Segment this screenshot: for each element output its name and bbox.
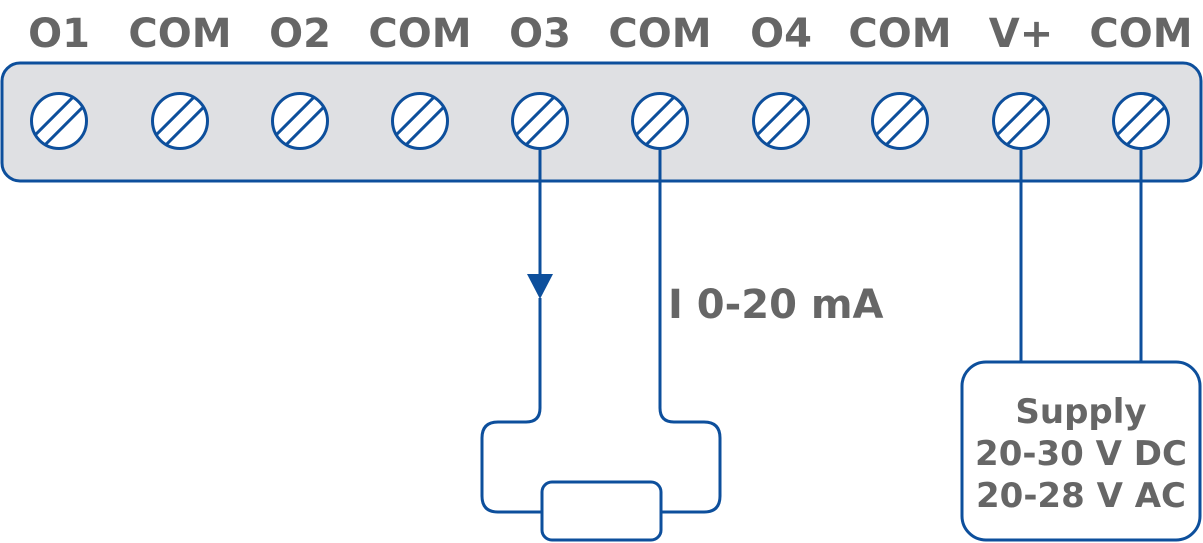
- current-label: I 0-20 mA: [668, 282, 884, 328]
- screw-head-icon: [151, 92, 209, 150]
- terminal-screw-6: [631, 92, 689, 150]
- screw-slot-line: [404, 105, 446, 147]
- terminal-label-com-2: COM: [368, 11, 471, 57]
- screw-head-icon: [391, 92, 449, 150]
- screw-head-icon: [1112, 92, 1170, 150]
- terminal-screw-8: [871, 92, 929, 150]
- terminal-screw-1: [30, 92, 88, 150]
- terminal-label-com-3: COM: [608, 11, 711, 57]
- supply-dc-range: 20-30 V DC: [975, 434, 1187, 474]
- terminal-label-o3: O3: [509, 11, 571, 57]
- screw-slot-line: [164, 105, 206, 147]
- screw-head-icon: [752, 92, 810, 150]
- terminal-screws: [30, 92, 1170, 150]
- screw-slot-line: [765, 105, 807, 147]
- screw-head-icon: [992, 92, 1050, 150]
- terminal-screw-2: [151, 92, 209, 150]
- screw-head-icon: [30, 92, 88, 150]
- screw-slot-line: [874, 95, 916, 137]
- screw-slot-line: [634, 95, 676, 137]
- terminal-label-com-4: COM: [848, 11, 951, 57]
- wires: [480, 149, 1143, 514]
- terminal-screw-10: [1112, 92, 1170, 150]
- terminal-screw-4: [391, 92, 449, 150]
- screw-slot-line: [644, 105, 686, 147]
- load-resistor: [540, 480, 663, 542]
- supply-title: Supply: [1015, 392, 1146, 432]
- screw-head-icon: [871, 92, 929, 150]
- terminal-label-com-5: COM: [1089, 11, 1192, 57]
- terminal-screw-7: [752, 92, 810, 150]
- terminal-labels: O1 COM O2 COM O3 COM O4 COM V+ COM: [28, 11, 1193, 57]
- supply-box: [960, 360, 1202, 542]
- terminal-screw-5: [511, 92, 569, 150]
- current-arrow-icon: [527, 274, 553, 299]
- screw-slot-line: [884, 105, 926, 147]
- screw-slot-line: [154, 95, 196, 137]
- screw-slot-line: [33, 95, 75, 137]
- screw-head-icon: [271, 92, 329, 150]
- terminal-label-v-plus: V+: [989, 11, 1053, 57]
- wire-o3-to-load: [480, 298, 542, 514]
- screw-slot-line: [43, 105, 85, 147]
- screw-slot-line: [995, 95, 1037, 137]
- screw-slot-line: [755, 95, 797, 137]
- screw-head-icon: [511, 92, 569, 150]
- screw-slot-line: [1005, 105, 1047, 147]
- screw-slot-line: [514, 95, 556, 137]
- screw-slot-line: [524, 105, 566, 147]
- screw-slot-line: [274, 95, 316, 137]
- screw-head-icon: [631, 92, 689, 150]
- screw-slot-line: [284, 105, 326, 147]
- terminal-label-com-1: COM: [128, 11, 231, 57]
- terminal-screw-9: [992, 92, 1050, 150]
- screw-slot-line: [394, 95, 436, 137]
- terminal-label-o4: O4: [750, 11, 812, 57]
- supply-ac-range: 20-28 V AC: [976, 476, 1186, 516]
- terminal-screw-3: [271, 92, 329, 150]
- screw-slot-line: [1125, 105, 1167, 147]
- terminal-label-o1: O1: [28, 11, 90, 57]
- wire-com-to-load: [658, 149, 722, 514]
- screw-slot-line: [1115, 95, 1157, 137]
- terminal-label-o2: O2: [269, 11, 331, 57]
